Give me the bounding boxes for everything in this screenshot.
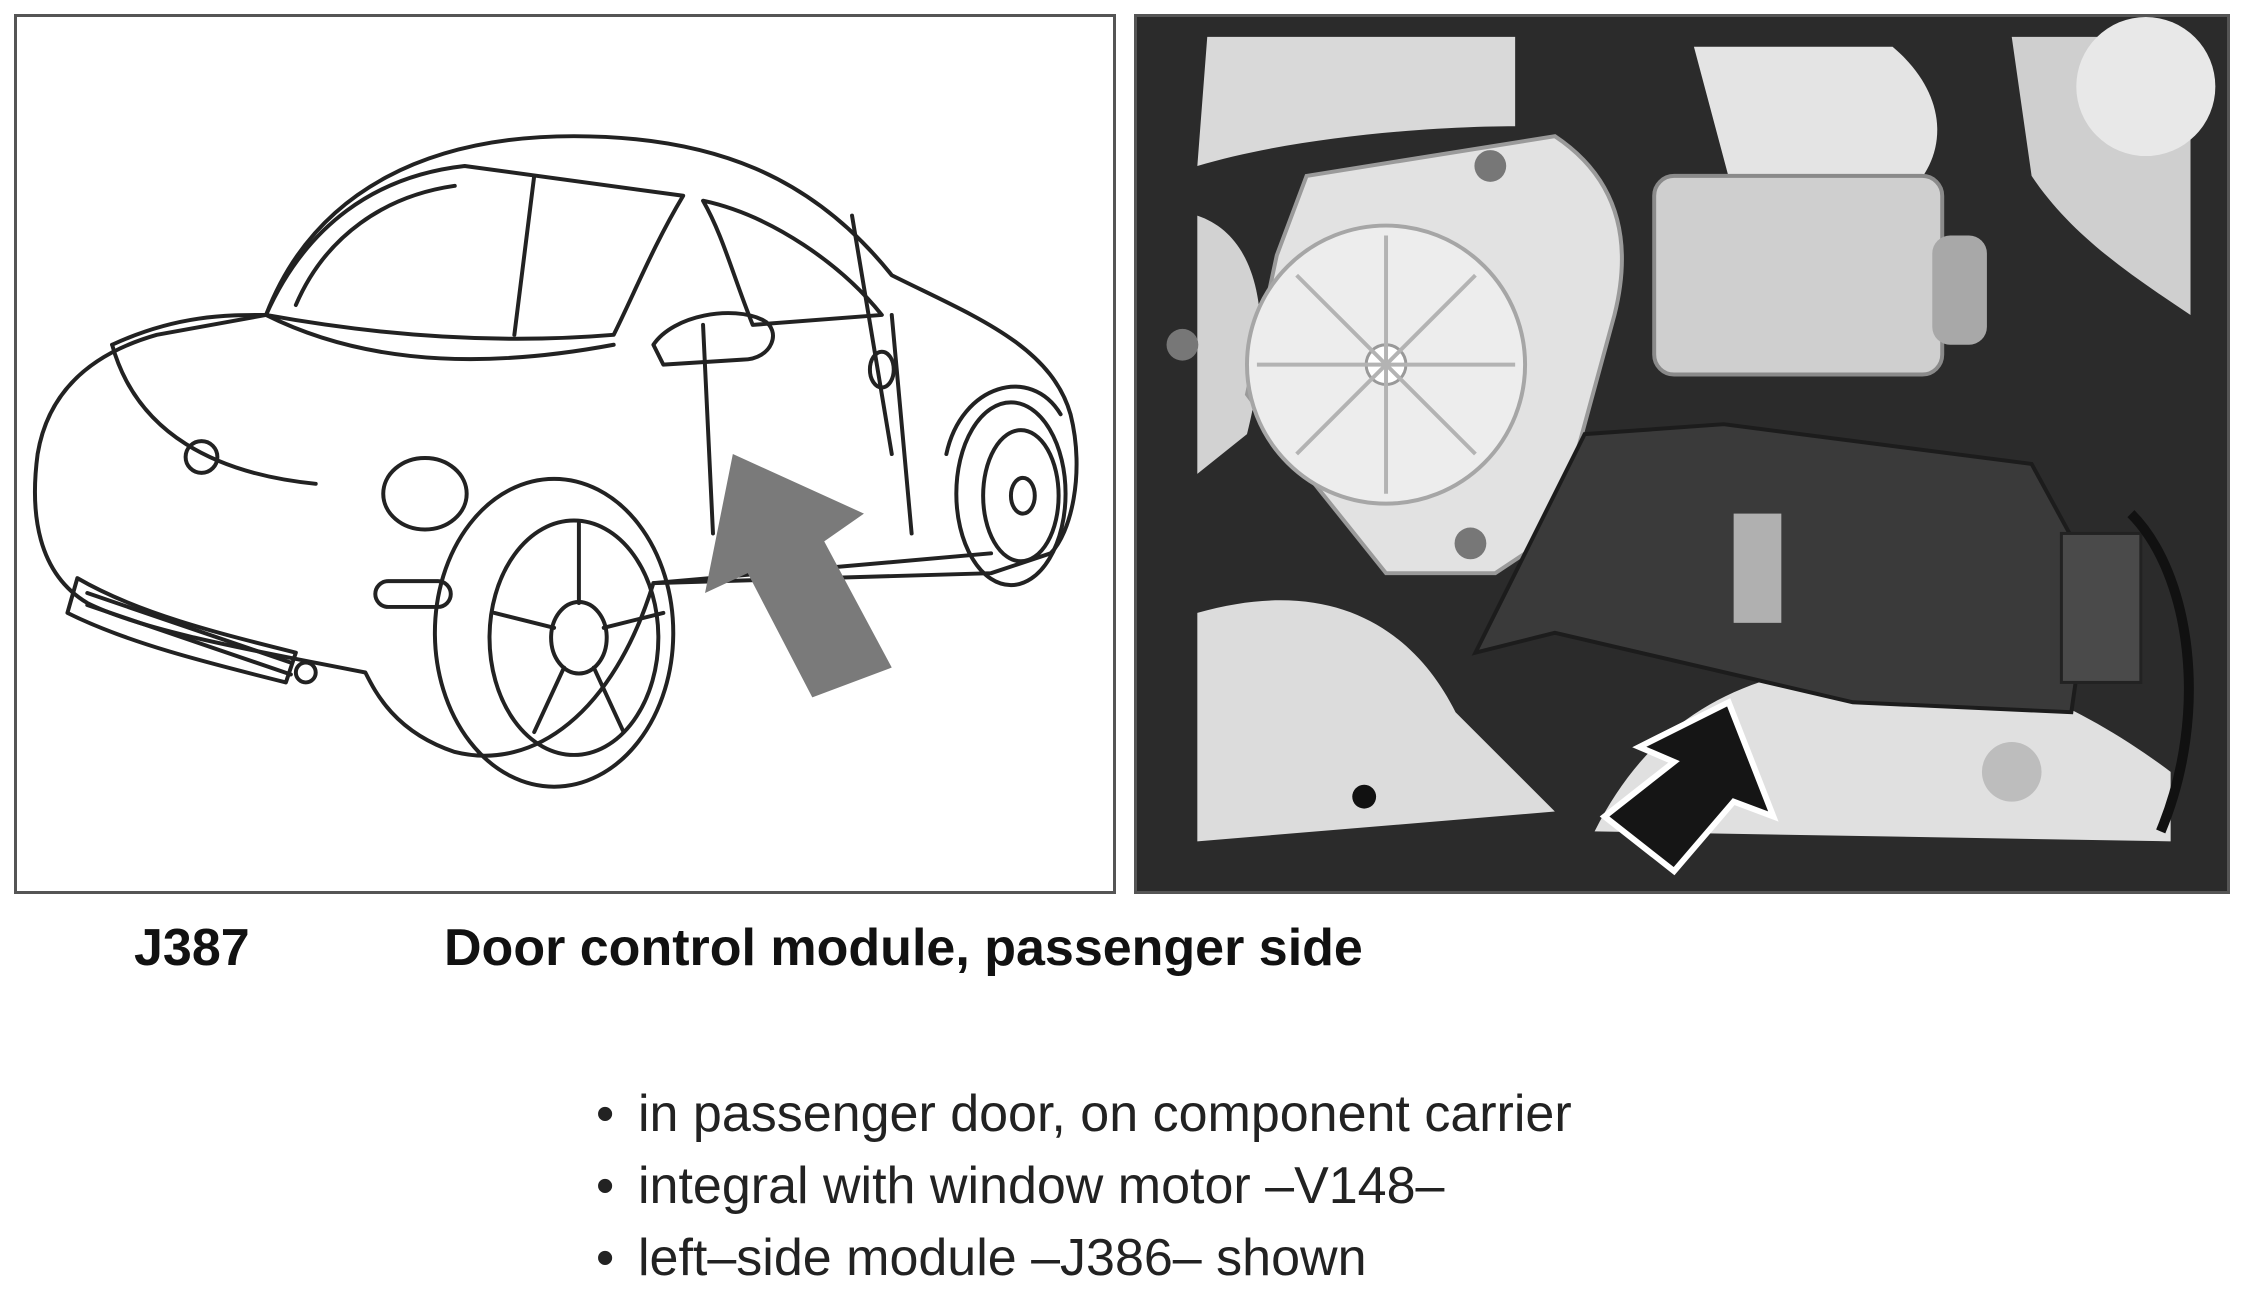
door-outline: [701, 312, 914, 536]
carrier-opening: [1197, 215, 1261, 474]
list-item: • in passenger door, on component carrier: [596, 1078, 1572, 1150]
location-arrow: [705, 454, 892, 698]
note-text: in passenger door, on component carrier: [638, 1085, 1572, 1143]
side-window: [701, 198, 884, 327]
car-body-outline: [32, 134, 1079, 758]
vehicle-line-drawing: [32, 134, 1079, 789]
headlight: [381, 455, 469, 532]
rear-wheel: [954, 400, 1068, 588]
list-item: • left–side module –J386– shown: [596, 1222, 1572, 1294]
note-text: left–side module –J386– shown: [638, 1229, 1367, 1287]
location-notes: • in passenger door, on component carrier…: [596, 1078, 1572, 1294]
bullet: •: [596, 1229, 615, 1287]
note-text: integral with window motor –V148–: [638, 1157, 1445, 1215]
pointer-arrow: [1599, 698, 1779, 876]
hood: [110, 312, 616, 362]
window-motor: [1652, 173, 1945, 377]
carrier-opening: [1693, 46, 1938, 206]
component-code: J387: [134, 919, 250, 977]
bullet: •: [596, 1085, 615, 1143]
vehicle-location-illustration: [14, 14, 1116, 894]
list-item: • integral with window motor –V148–: [596, 1150, 1572, 1222]
component-title: Door control module, passenger side: [444, 919, 1363, 977]
carrier-opening: [1197, 36, 1516, 166]
windshield: [264, 163, 686, 341]
door-module-photo: [1134, 14, 2230, 894]
front-wheel: [432, 476, 676, 789]
side-mirror: [651, 311, 775, 367]
bullet: •: [596, 1157, 615, 1215]
carrier-opening: [1197, 600, 1555, 842]
door-module-rendering: [1166, 17, 2216, 876]
front-grille: [65, 576, 298, 685]
control-module: [1471, 422, 2094, 715]
